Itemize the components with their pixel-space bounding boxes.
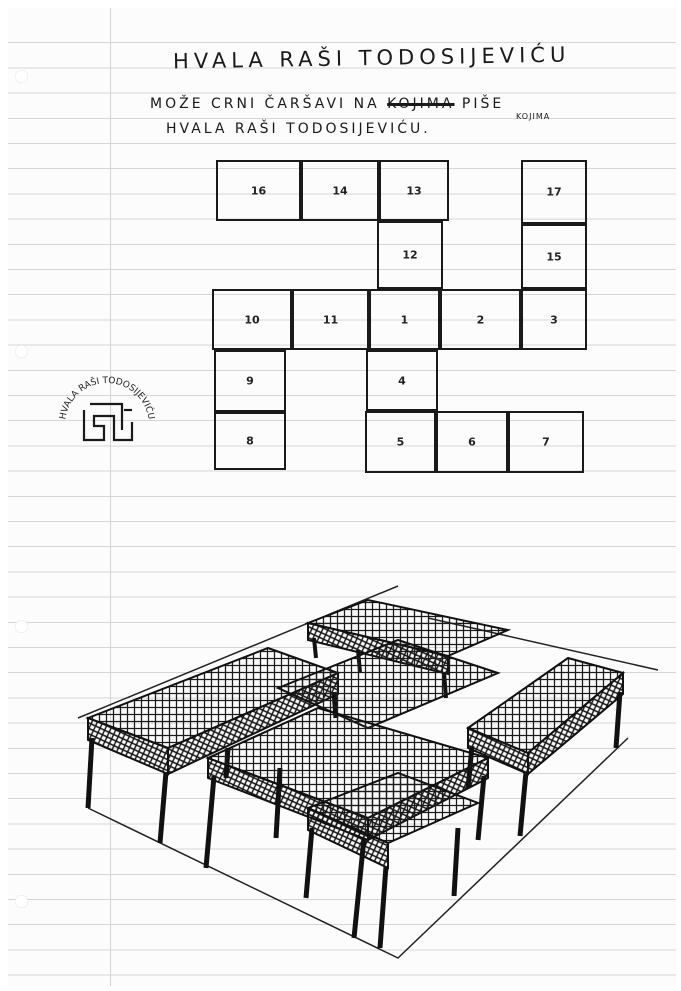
- punch-hole: [15, 345, 28, 358]
- inserted-word: KOJIMA: [516, 112, 550, 121]
- punch-hole: [15, 70, 28, 83]
- grid-cell: 7: [508, 411, 584, 473]
- tables-sketch: [68, 578, 668, 973]
- maze-symbol: [84, 404, 132, 440]
- grid-cell: 6: [436, 411, 508, 473]
- page-title: HVALA RAŠI TODOSIJEVIĆU: [173, 43, 571, 74]
- grid-cell: 16: [216, 160, 301, 221]
- grid-cell: 5: [365, 411, 436, 473]
- notebook-page: HVALA RAŠI TODOSIJEVIĆU MOŽE CRNI ČARŠAV…: [8, 8, 676, 986]
- grid-cell: 8: [214, 412, 286, 470]
- note-line-1: MOŽE CRNI ČARŠAVI NA KOJIMA PIŠE: [150, 96, 504, 112]
- grid-cell: 17: [521, 160, 587, 224]
- seal-text: HVALA RAŠI TODOSIJEVIĆU: [58, 375, 156, 420]
- note-line-2: HVALA RAŠI TODOSIJEVIĆU.: [166, 121, 431, 137]
- grid-cell: 10: [212, 289, 292, 350]
- struck-word: KOJIMA: [387, 96, 454, 112]
- grid-cell: 4: [366, 350, 438, 411]
- grid-cell: 1: [369, 289, 440, 350]
- grid-cell: 12: [377, 221, 443, 289]
- note-text-after: PIŠE: [462, 96, 504, 112]
- grid-cell: 3: [521, 289, 587, 350]
- grid-cell: 14: [301, 160, 379, 221]
- seal-drawing: HVALA RAŠI TODOSIJEVIĆU: [52, 370, 162, 480]
- grid-cell: 9: [214, 350, 286, 412]
- grid-cell: 13: [379, 160, 449, 221]
- table-right: [468, 658, 623, 836]
- table-front: [306, 773, 478, 948]
- grid-cell: 15: [521, 224, 587, 289]
- note-text-before: MOŽE CRNI ČARŠAVI NA: [150, 96, 380, 112]
- punch-hole: [15, 895, 28, 908]
- grid-cell: 11: [292, 289, 369, 350]
- punch-hole: [15, 620, 28, 633]
- grid-cell: 2: [440, 289, 521, 350]
